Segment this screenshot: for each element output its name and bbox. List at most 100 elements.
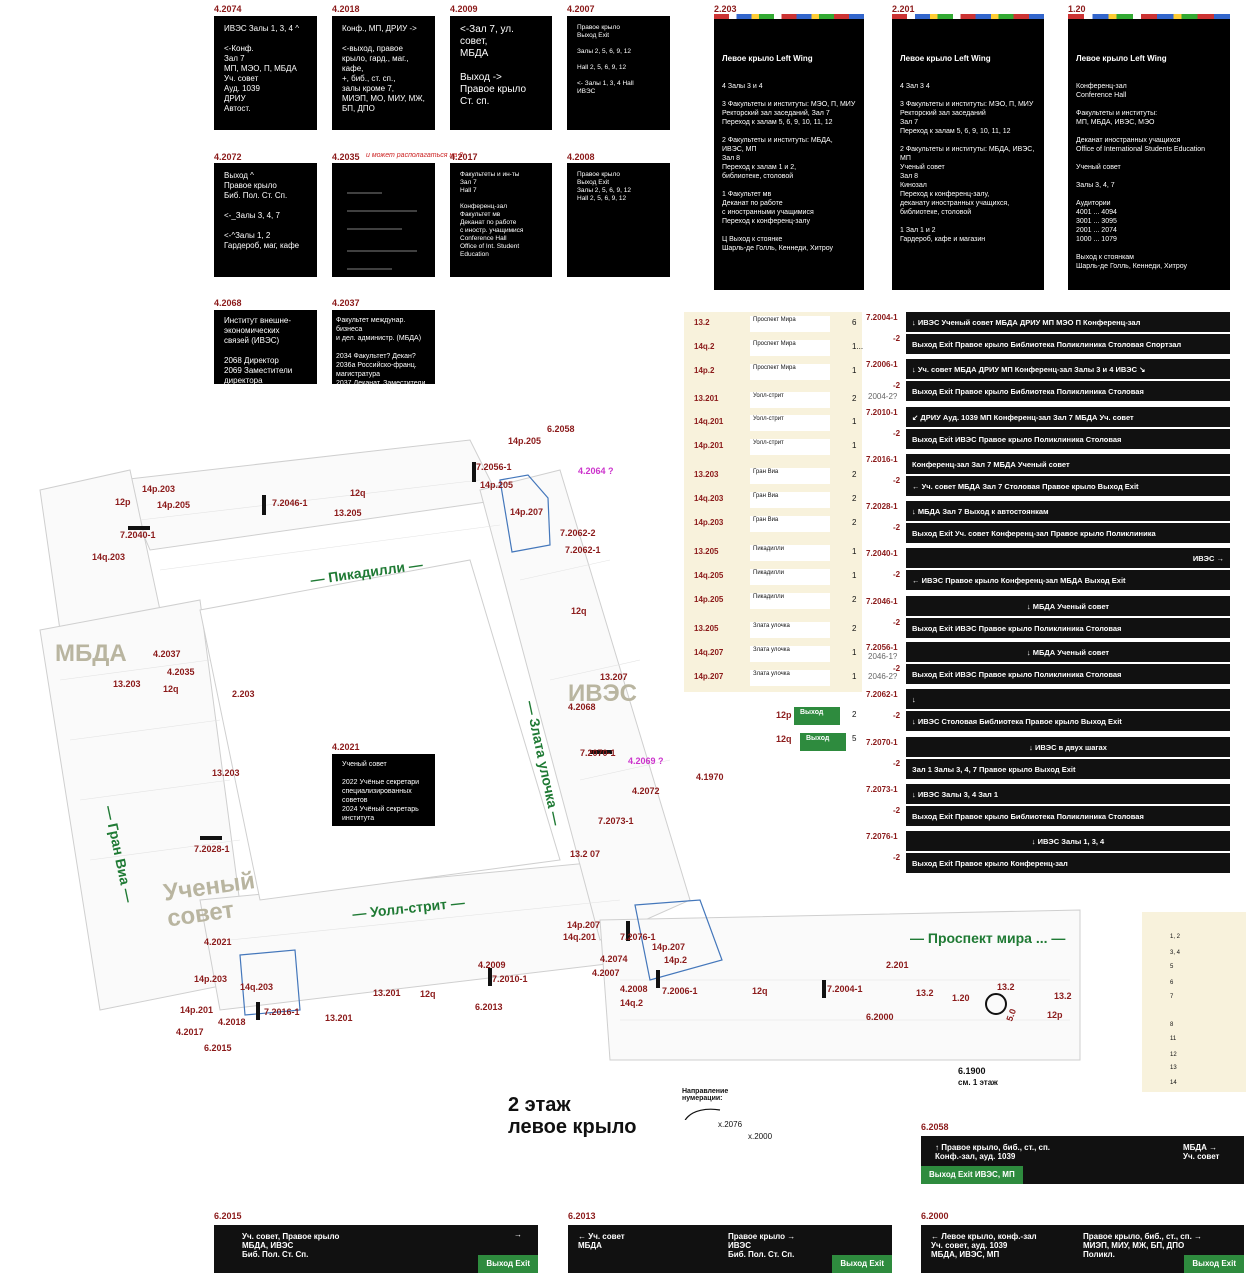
exit-tag-code: 12р xyxy=(776,710,792,720)
room-grid xyxy=(59,479,1070,1021)
floor-code: 14q.203 xyxy=(92,552,126,562)
zone-mbda: МБДА xyxy=(55,640,127,667)
legend-item: 13 xyxy=(1170,1065,1177,1071)
floor-code: 4.2074 xyxy=(600,954,628,964)
stairwell-outline xyxy=(499,474,551,553)
floor-code: 14q.203 xyxy=(240,982,274,992)
floor-code: 13.2 07 xyxy=(570,849,601,859)
floor-code: 4.2037 xyxy=(153,649,181,659)
sign-code: 4.2008 xyxy=(567,152,595,162)
ceiling-top: ↓ ИВЭС Ученый совет МБДА ДРИУ МП МЭО П К… xyxy=(906,312,1230,332)
tall-sign-title: Левое крыло Left Wing xyxy=(900,54,991,63)
floor-code: 14р.205 xyxy=(157,500,191,510)
sign-code: 6.2000 xyxy=(921,1211,949,1221)
floor-code: 12q xyxy=(571,606,587,616)
sign-markers xyxy=(128,462,826,1020)
ceiling-code: 7.2004-1 xyxy=(866,313,898,322)
column-marker xyxy=(985,993,1007,1015)
sign-code: 4.2021 xyxy=(332,742,360,752)
tall-sign-text: 4 Зал 3 4 3 Факультеты и институты: МЭО,… xyxy=(900,83,1035,243)
sign-code: 4.2072 xyxy=(214,152,242,162)
ceiling-top: Конференц-зал Зал 7 МБДА Ученый совет xyxy=(906,454,1230,474)
floor-code: 7.2006-1 xyxy=(662,986,698,996)
ceiling-code: 7.2028-1 xyxy=(866,502,898,511)
floor-code: 13.203 xyxy=(113,679,141,689)
ceiling-code: 7.2073-1 xyxy=(866,785,898,794)
floor-code: 12р xyxy=(115,497,131,507)
direction-a: х.2076 xyxy=(718,1120,743,1129)
floor-code: 7.2056-1 xyxy=(476,462,512,472)
exit-tag: Выход xyxy=(794,707,840,725)
tall-sign-body: Левое крыло Left Wing Конференц-зал Conf… xyxy=(1068,14,1230,290)
floor-code: 13.2 xyxy=(997,982,1015,992)
tall-sign-title: Левое крыло Left Wing xyxy=(1076,54,1167,63)
floor-code: 4.2017 xyxy=(176,1027,204,1037)
ceiling-bottom: ← ИВЭС Правое крыло Конференц-зал МБДА В… xyxy=(906,570,1230,590)
ceiling-code: 7.2056-1 xyxy=(866,643,898,652)
ceiling-top: ИВЭС → xyxy=(906,548,1230,568)
ceiling-code: 7.2070-1 xyxy=(866,738,898,747)
ceiling-minus: -2 xyxy=(893,523,901,532)
sign-text: Институт внешне- экономических связей (И… xyxy=(214,310,317,395)
floor-code: 14р.203 xyxy=(142,484,176,494)
zone-ives: ИВЭС xyxy=(568,680,637,707)
exit-tag: Выход xyxy=(800,733,846,751)
legend-item: 7 xyxy=(1170,994,1174,1000)
ceiling-code: 7.2006-1 xyxy=(866,360,898,369)
ceiling-top: ↓ xyxy=(906,689,1230,709)
floor-code: 13.201 xyxy=(325,1013,353,1023)
floor-code: 2.203 xyxy=(232,689,255,699)
sign-code: 4.2037 xyxy=(332,298,360,308)
ceiling-minus: -2 xyxy=(893,806,901,815)
ceiling-bottom: Выход Exit ИВЭС Правое крыло Поликлиника… xyxy=(906,429,1230,449)
floor-code: 14р.2 xyxy=(664,955,688,965)
tall-sign-body: Левое крыло Left Wing 4 Зал 3 4 3 Факуль… xyxy=(892,14,1044,290)
wall-sign-left: ← Левое крыло, конф.-зал Уч. совет, ауд.… xyxy=(931,1232,1037,1259)
legend-item: 11 xyxy=(1170,1036,1177,1042)
ceiling-minus: -2 xyxy=(893,759,901,768)
floor-code: 13.205 xyxy=(334,508,362,518)
floor-code: 12q xyxy=(420,989,436,999)
legend-item: 14 xyxy=(1170,1080,1177,1086)
sign-text: Ученый совет 2022 Учёные секретари специ… xyxy=(332,754,435,826)
wall-sign-exit: Выход Exit xyxy=(1184,1255,1244,1273)
floor-code: 14р.203 xyxy=(194,974,228,984)
exit-tag-count: 5 xyxy=(852,734,857,743)
floor-code: 6.2015 xyxy=(204,1043,232,1053)
direction-title: Направление нумерации: xyxy=(682,1088,729,1102)
floor-code: 14р.207 xyxy=(510,507,544,517)
direction-b: х.2000 xyxy=(748,1132,773,1141)
wall-sign-right: → xyxy=(514,1230,522,1239)
floor-code: 13.207 xyxy=(600,672,628,682)
exit-note: см. 1 этаж xyxy=(958,1078,998,1087)
sign-text: Факультет междунар. бизнеса и дел. админ… xyxy=(332,310,435,396)
floor-code: 14q.201 xyxy=(563,932,597,942)
floor-code: 4.2069 ? xyxy=(628,756,664,766)
sign-code: 4.2009 xyxy=(450,4,478,14)
ceiling-minus: -2 xyxy=(893,618,901,627)
wall-sign-exit: Выход Exit ИВЭС, МП xyxy=(921,1166,1023,1184)
sign-code: 4.2068 xyxy=(214,298,242,308)
floor-code: 4.2018 xyxy=(218,1017,246,1027)
floor-code: 12q xyxy=(752,986,768,996)
exit-tag-code: 12q xyxy=(776,734,792,744)
stairwell-outline xyxy=(239,949,301,1016)
wall-sign-body: ← Левое крыло, конф.-зал Уч. совет, ауд.… xyxy=(921,1225,1244,1273)
floor-code: 4.2009 xyxy=(478,960,506,970)
floor-code: 6.2058 xyxy=(547,424,575,434)
street-prospekt: — Проспект мира ... — xyxy=(910,930,1066,946)
sign-code: 6.2013 xyxy=(568,1211,596,1221)
ceiling-top: ↓ МБДА Ученый совет xyxy=(906,596,1230,616)
sign-text: Конф., МП, ДРИУ -> <-выход, правое крыло… xyxy=(332,16,435,130)
floor-code: 7.2070-1 xyxy=(580,748,616,758)
floor-code: 14р.201 xyxy=(180,1005,214,1015)
sign-text: Правое крыло Выход Exit Залы 2, 5, 6, 9,… xyxy=(567,16,670,130)
legend-item: 3, 4 xyxy=(1170,950,1181,956)
